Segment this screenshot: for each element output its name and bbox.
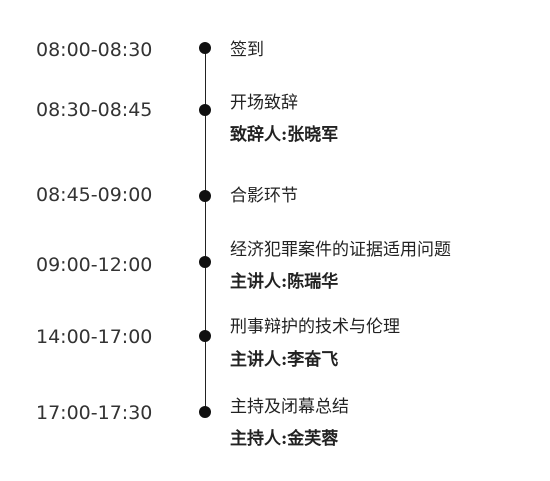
timeline-dot (199, 42, 211, 54)
time-range: 08:00-08:30 (36, 39, 153, 61)
session-speaker: 主讲人:陈瑞华 (230, 272, 339, 292)
session-speaker: 致辞人:张晓军 (230, 125, 339, 145)
timeline-dot (199, 330, 211, 342)
timeline-dot (199, 190, 211, 202)
timeline-dot (199, 406, 211, 418)
session-speaker: 主讲人:李奋飞 (230, 350, 339, 370)
session-title: 刑事辩护的技术与伦理 (230, 317, 400, 337)
time-range: 08:45-09:00 (36, 184, 153, 206)
session-title: 签到 (230, 40, 264, 60)
time-range: 14:00-17:00 (36, 326, 153, 348)
session-speaker: 主持人:金芙蓉 (230, 429, 339, 449)
time-range: 08:30-08:45 (36, 99, 153, 121)
session-title: 经济犯罪案件的证据适用问题 (230, 240, 451, 260)
session-title: 主持及闭幕总结 (230, 397, 349, 417)
session-title: 合影环节 (230, 186, 298, 206)
time-range: 17:00-17:30 (36, 402, 153, 424)
timeline-axis (205, 48, 206, 410)
time-range: 09:00-12:00 (36, 254, 153, 276)
timeline-dot (199, 104, 211, 116)
session-title: 开场致辞 (230, 93, 298, 113)
timeline-dot (199, 256, 211, 268)
